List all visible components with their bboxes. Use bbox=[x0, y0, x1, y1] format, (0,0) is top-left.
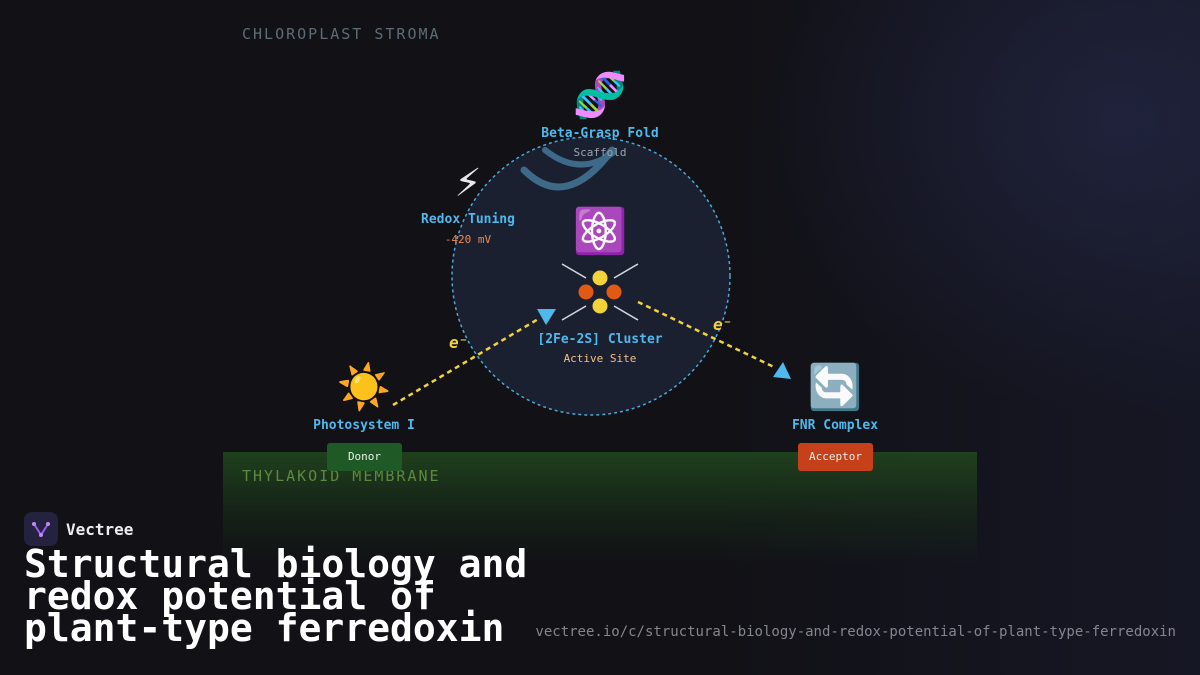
ligand-bond-top-left bbox=[561, 263, 587, 279]
page-url[interactable]: vectree.io/c/structural-biology-and-redo… bbox=[535, 624, 1176, 640]
sulfur-atom-bottom bbox=[592, 298, 608, 314]
redox-title: Redox Tuning bbox=[421, 212, 515, 227]
cluster-title: [2Fe-2S] Cluster bbox=[537, 332, 663, 347]
photosystem-title: Photosystem I bbox=[313, 418, 415, 433]
electron-arrowhead-incoming bbox=[537, 309, 556, 325]
ligand-bond-bottom-left bbox=[561, 305, 587, 321]
fnr-node: 🔄 FNR Complex bbox=[775, 362, 895, 434]
lightning-icon: ⚡ bbox=[454, 156, 482, 207]
donor-badge: Donor bbox=[327, 443, 402, 471]
electron-arrowhead-outgoing bbox=[773, 362, 791, 379]
page-title: Structural biology and redox potential o… bbox=[24, 542, 528, 650]
electron-path-incoming bbox=[392, 316, 541, 407]
atom-icon: ⚛️ bbox=[572, 206, 628, 257]
cycle-arrows-icon: 🔄 bbox=[807, 362, 863, 413]
beta-sheet-strand-inner bbox=[542, 147, 617, 168]
cluster-label-group: [2Fe-2S] Cluster Active Site bbox=[520, 332, 680, 365]
iron-atom-right bbox=[606, 284, 622, 300]
ligand-bond-top-right bbox=[613, 263, 639, 279]
scaffold-subtitle: Scaffold bbox=[573, 146, 627, 159]
scaffold-node: 🧬 Beta-Grasp Fold Scaffold bbox=[530, 70, 670, 160]
sulfur-atom-top bbox=[592, 270, 608, 286]
sun-icon: ☀️ bbox=[336, 362, 392, 413]
ligand-bond-bottom-right bbox=[613, 305, 639, 321]
photosystem-node: ☀️ Photosystem I bbox=[304, 362, 424, 434]
dna-icon: 🧬 bbox=[572, 70, 628, 121]
membrane-label: THYLAKOID MEMBRANE bbox=[242, 467, 441, 485]
vectree-logo-icon bbox=[24, 512, 58, 546]
protein-boundary-circle bbox=[451, 136, 731, 416]
acceptor-badge: Acceptor bbox=[798, 443, 873, 471]
electron-path-outgoing bbox=[637, 300, 777, 370]
redox-tuning-node: ⚡ Redox Tuning -420 mV bbox=[408, 156, 528, 247]
cluster-node: ⚛️ bbox=[530, 210, 670, 254]
brand-name: Vectree bbox=[66, 519, 134, 539]
electron-label-incoming: e⁻ bbox=[449, 333, 469, 352]
cluster-subtitle: Active Site bbox=[563, 352, 637, 365]
electron-label-outgoing: e⁻ bbox=[713, 315, 733, 334]
fnr-title: FNR Complex bbox=[791, 418, 879, 433]
brand: Vectree bbox=[24, 512, 133, 546]
redox-potential-value: -420 mV bbox=[444, 233, 492, 246]
iron-atom-left bbox=[578, 284, 594, 300]
stroma-label: CHLOROPLAST STROMA bbox=[242, 25, 441, 43]
scaffold-title: Beta-Grasp Fold bbox=[541, 126, 659, 141]
